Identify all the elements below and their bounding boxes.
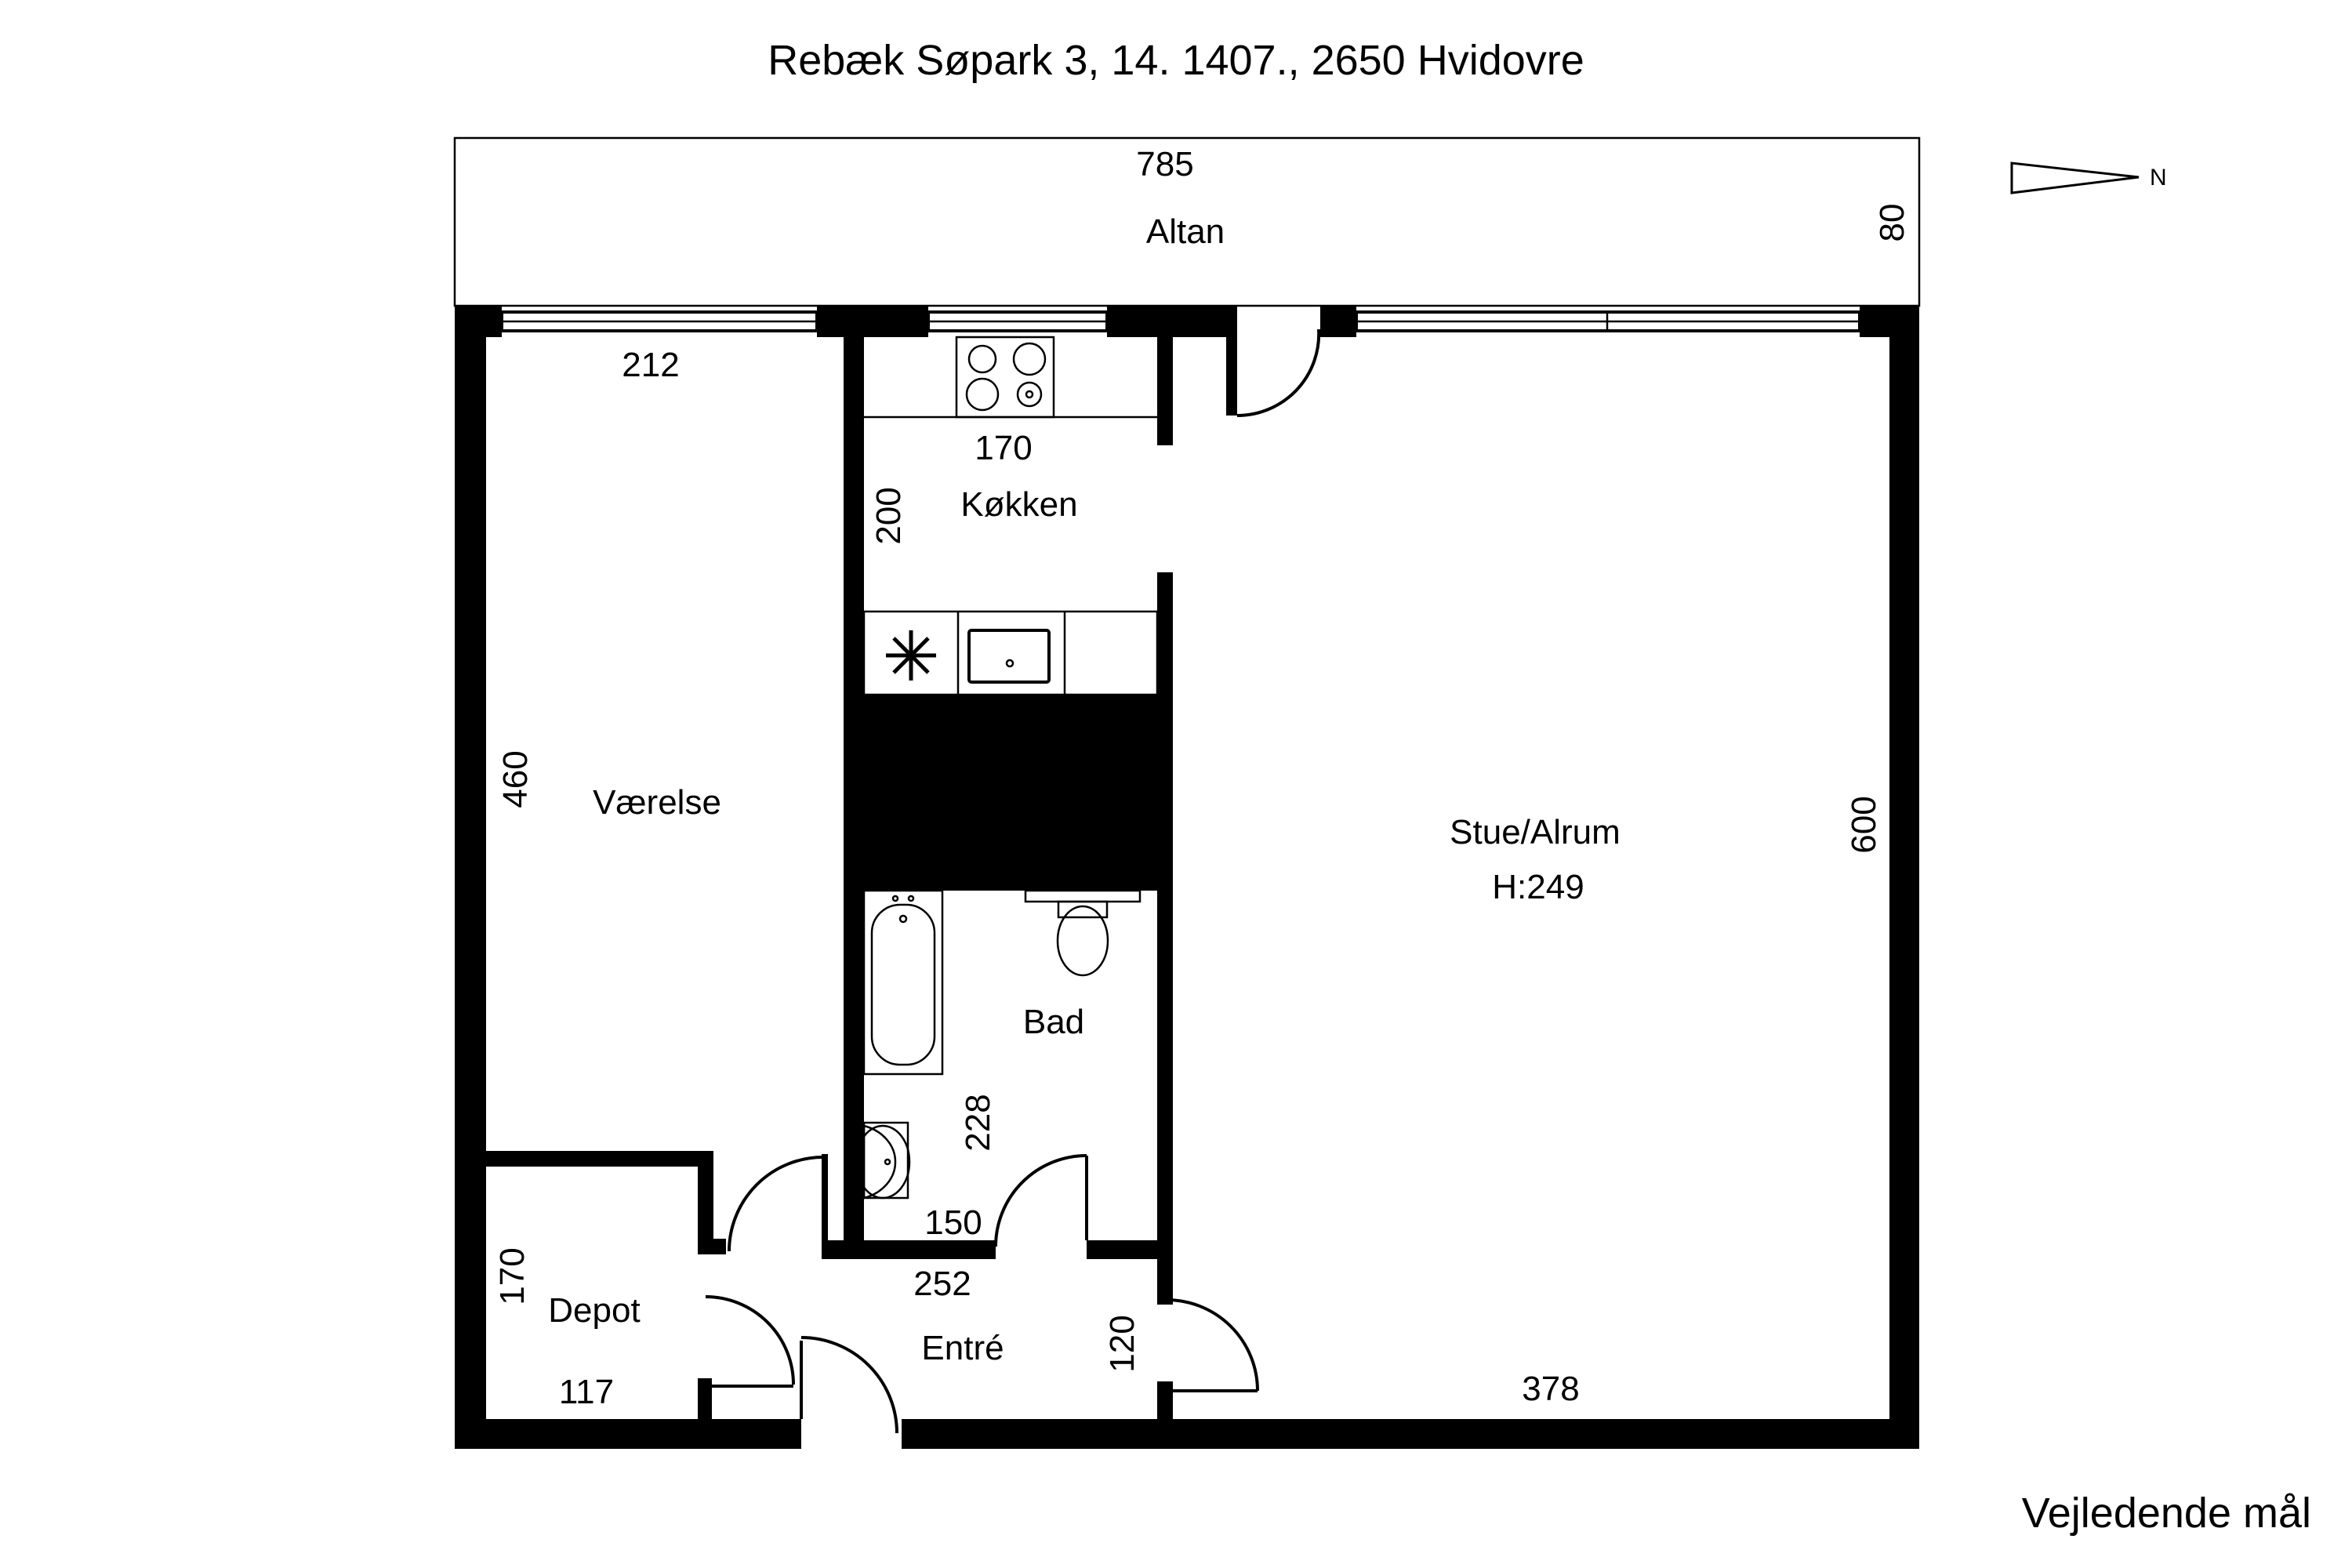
door-swing-icon bbox=[1226, 306, 1321, 418]
balcony-depth-label: 80 bbox=[1873, 204, 1911, 242]
bathtub-icon bbox=[862, 889, 944, 1076]
bedroom-label: Værelse bbox=[593, 783, 721, 822]
entry-width-label: 252 bbox=[913, 1265, 971, 1303]
kitchen-width-label: 170 bbox=[975, 429, 1032, 467]
bathroom-width-label: 150 bbox=[924, 1203, 982, 1242]
washbasin-icon bbox=[855, 1121, 911, 1200]
storage-width-label: 117 bbox=[559, 1373, 614, 1411]
balcony-label: Altan bbox=[1146, 212, 1225, 251]
bathroom-length-label: 228 bbox=[959, 1094, 997, 1151]
storage-label: Depot bbox=[548, 1291, 640, 1330]
entry-length-label: 120 bbox=[1103, 1315, 1142, 1372]
living-room-label: Stue/Alrum bbox=[1450, 813, 1621, 851]
fan-icon bbox=[886, 630, 936, 681]
kitchen-counter-bottom bbox=[862, 610, 1159, 696]
window-icon bbox=[500, 310, 1861, 332]
bathroom-label: Bad bbox=[1023, 1003, 1084, 1041]
kitchen-length-label: 200 bbox=[869, 487, 908, 544]
address-title: Rebæk Søpark 3, 14. 1407., 2650 Hvidovre bbox=[768, 37, 1584, 84]
toilet-icon bbox=[1024, 889, 1142, 977]
entry-label: Entré bbox=[921, 1329, 1004, 1367]
living-room-length-label: 600 bbox=[1845, 796, 1883, 853]
bedroom-width-label: 212 bbox=[622, 346, 679, 384]
kitchen-label: Køkken bbox=[960, 485, 1077, 524]
living-room-width-label: 378 bbox=[1522, 1370, 1579, 1408]
exterior-walls bbox=[455, 306, 1919, 1449]
stove-icon bbox=[955, 336, 1055, 419]
ceiling-height-label: H:249 bbox=[1492, 868, 1584, 906]
interior-walls bbox=[486, 306, 1173, 1433]
door-swing-icon bbox=[705, 1154, 1259, 1434]
storage-length-label: 170 bbox=[493, 1247, 532, 1305]
disclaimer-label: Vejledende mål bbox=[2022, 1490, 2311, 1537]
balcony-width-label: 785 bbox=[1136, 145, 1193, 183]
north-label: N bbox=[2150, 165, 2167, 191]
bedroom-length-label: 460 bbox=[496, 750, 535, 808]
north-arrow-icon: N bbox=[2010, 162, 2167, 194]
sink-icon bbox=[967, 629, 1051, 684]
